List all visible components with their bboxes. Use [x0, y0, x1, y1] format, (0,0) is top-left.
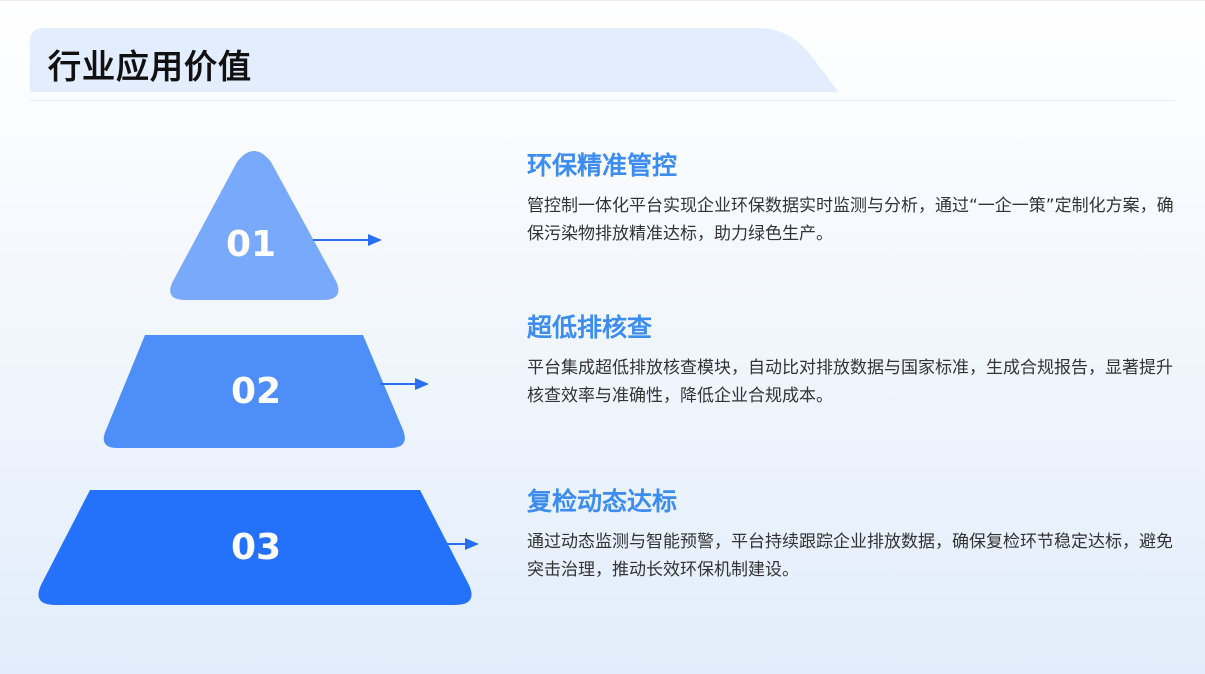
pyramid-tier-3: [38, 490, 472, 605]
page-title: 行业应用价值: [48, 47, 252, 86]
header-divider: [30, 100, 1175, 101]
section-desc-1: 管控制一体化平台实现企业环保数据实时监测与分析，通过“一企一策”定制化方案，确保…: [527, 196, 1174, 244]
section-desc-3: 通过动态监测与智能预警，平台持续跟踪企业排放数据，确保复检环节稳定达标，避免突击…: [527, 532, 1173, 580]
section-desc-2: 平台集成超低排放核查模块，自动比对排放数据与国家标准，生成合规报告，显著提升核查…: [527, 358, 1173, 406]
header-tab: [30, 28, 840, 92]
pyramid-tier-2: [103, 335, 405, 448]
section-2: 超低排核查 平台集成超低排放核查模块，自动比对排放数据与国家标准，生成合规报告，…: [527, 312, 1177, 410]
section-title-3: 复检动态达标: [527, 487, 678, 516]
section-3: 复检动态达标 通过动态监测与智能预警，平台持续跟踪企业排放数据，确保复检环节稳定…: [527, 486, 1177, 584]
tier-number-2: 02: [230, 371, 282, 412]
section-1: 环保精准管控 管控制一体化平台实现企业环保数据实时监测与分析，通过“一企一策”定…: [527, 150, 1177, 248]
section-title-2: 超低排核查: [527, 313, 653, 342]
tier-number-1: 01: [225, 224, 277, 265]
pyramid-tier-1: [170, 151, 339, 300]
section-title-1: 环保精准管控: [527, 151, 678, 180]
pyramid-diagram: [38, 151, 479, 605]
tier-number-3: 03: [230, 527, 282, 568]
